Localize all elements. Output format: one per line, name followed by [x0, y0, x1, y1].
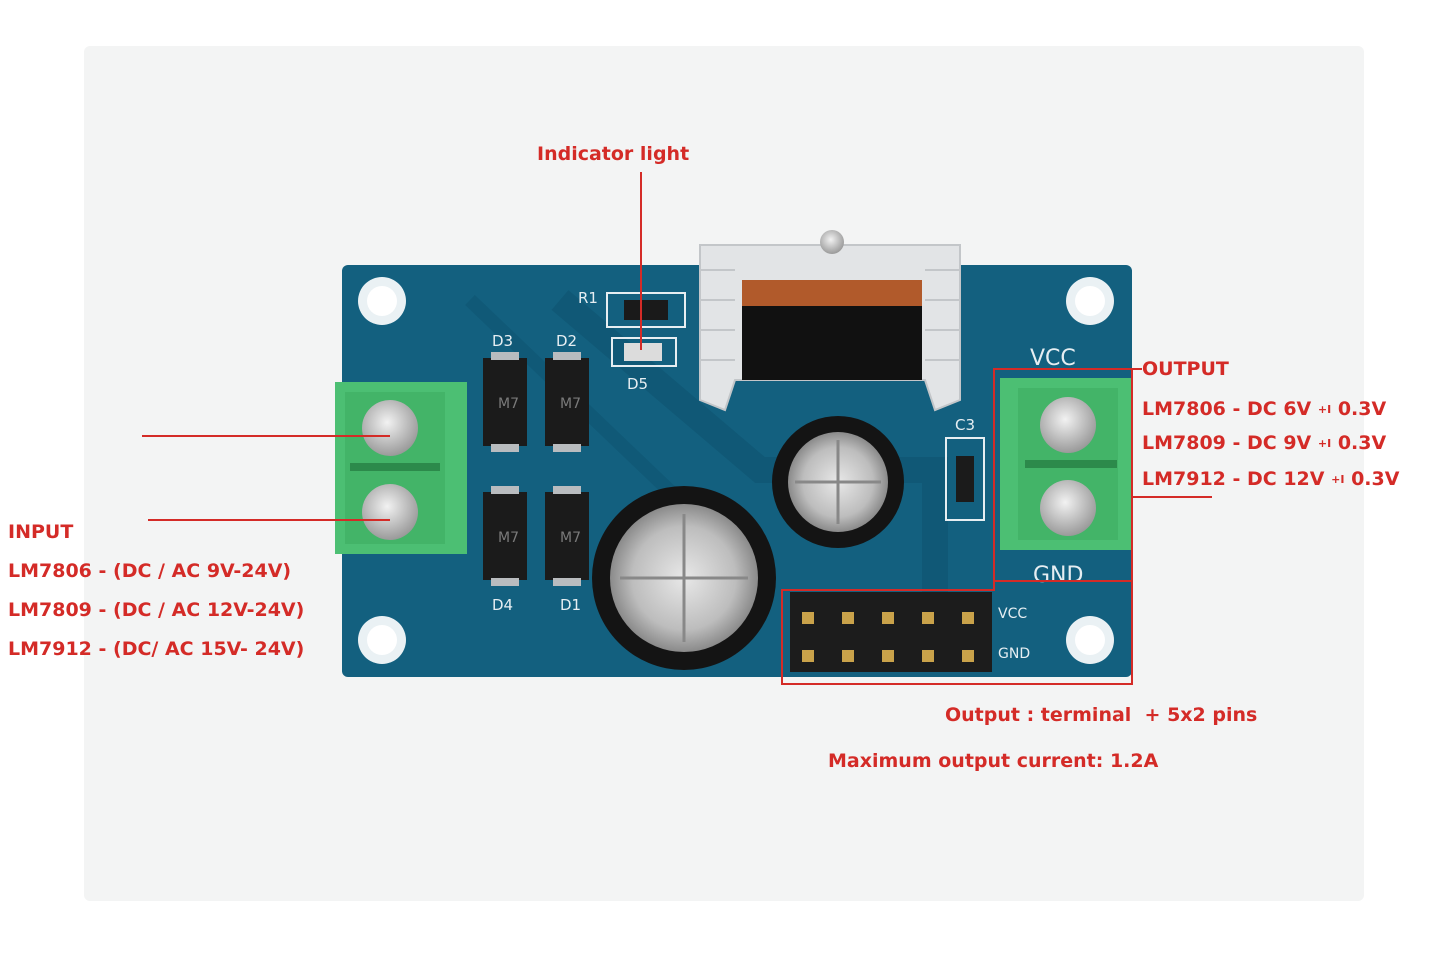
silk-gnd-small: GND — [998, 646, 1030, 662]
silk-d5: D5 — [627, 375, 648, 393]
indicator-light-label: Indicator light — [537, 143, 690, 165]
silk-c3: C3 — [955, 416, 975, 434]
input-line-lm7806: LM7806 - (DC / AC 9V-24V) — [8, 560, 292, 582]
silk-d2: D2 — [556, 332, 577, 350]
output-model-lm7809: LM7809 - DC 9V — [1142, 432, 1312, 454]
r1-footprint — [606, 292, 686, 328]
output-line-lm7809: LM7809 - DC 9V +I 0.3V — [1142, 434, 1386, 453]
silk-d3: D3 — [492, 332, 513, 350]
output-line-lm7806: LM7806 - DC 6V +I 0.3V — [1142, 400, 1386, 419]
output-tolerance: 0.3V — [1351, 468, 1400, 490]
input-terminal-block — [335, 382, 467, 554]
heat-sink — [699, 230, 961, 412]
silk-r1: R1 — [578, 289, 598, 307]
silk-d1: D1 — [560, 596, 581, 614]
plus-minus-sign: +I — [1317, 403, 1332, 416]
output-terminal-block — [1000, 378, 1132, 550]
output-title: OUTPUT — [1142, 358, 1229, 380]
output-tolerance: 0.3V — [1337, 398, 1387, 420]
diode-mark-d3: M7 — [498, 396, 519, 412]
input-line-lm7912: LM7912 - (DC/ AC 15V- 24V) — [8, 638, 305, 660]
diode-mark-d4: M7 — [498, 530, 519, 546]
silk-gnd: GND — [1033, 563, 1083, 588]
plus-minus-sign: +I — [1331, 473, 1345, 486]
output-line-lm7912: LM7912 - DC 12V +I 0.3V — [1142, 470, 1399, 489]
plus-minus-sign: +I — [1317, 437, 1332, 450]
diodes — [483, 358, 589, 580]
large-capacitor — [592, 486, 776, 670]
output-type-label: Output : terminal + 5x2 pins — [945, 704, 1258, 726]
silk-vcc-small: VCC — [998, 606, 1027, 622]
d5-led-footprint — [611, 337, 677, 367]
diode-mark-d2: M7 — [560, 396, 581, 412]
small-capacitor — [772, 416, 904, 548]
input-title: INPUT — [8, 521, 74, 543]
silk-d4: D4 — [492, 596, 513, 614]
input-line-lm7809: LM7809 - (DC / AC 12V-24V) — [8, 599, 305, 621]
c3-footprint — [945, 437, 985, 521]
annotation-lines — [142, 172, 1212, 685]
pin-header-5x2 — [790, 592, 992, 672]
output-model-lm7806: LM7806 - DC 6V — [1142, 398, 1312, 420]
max-current-label: Maximum output current: 1.2A — [828, 750, 1159, 772]
output-model-lm7912: LM7912 - DC 12V — [1142, 468, 1325, 490]
output-tolerance: 0.3V — [1337, 432, 1387, 454]
mounting-holes — [358, 277, 1114, 664]
silk-vcc: VCC — [1030, 346, 1076, 371]
diode-mark-d1: M7 — [560, 530, 581, 546]
